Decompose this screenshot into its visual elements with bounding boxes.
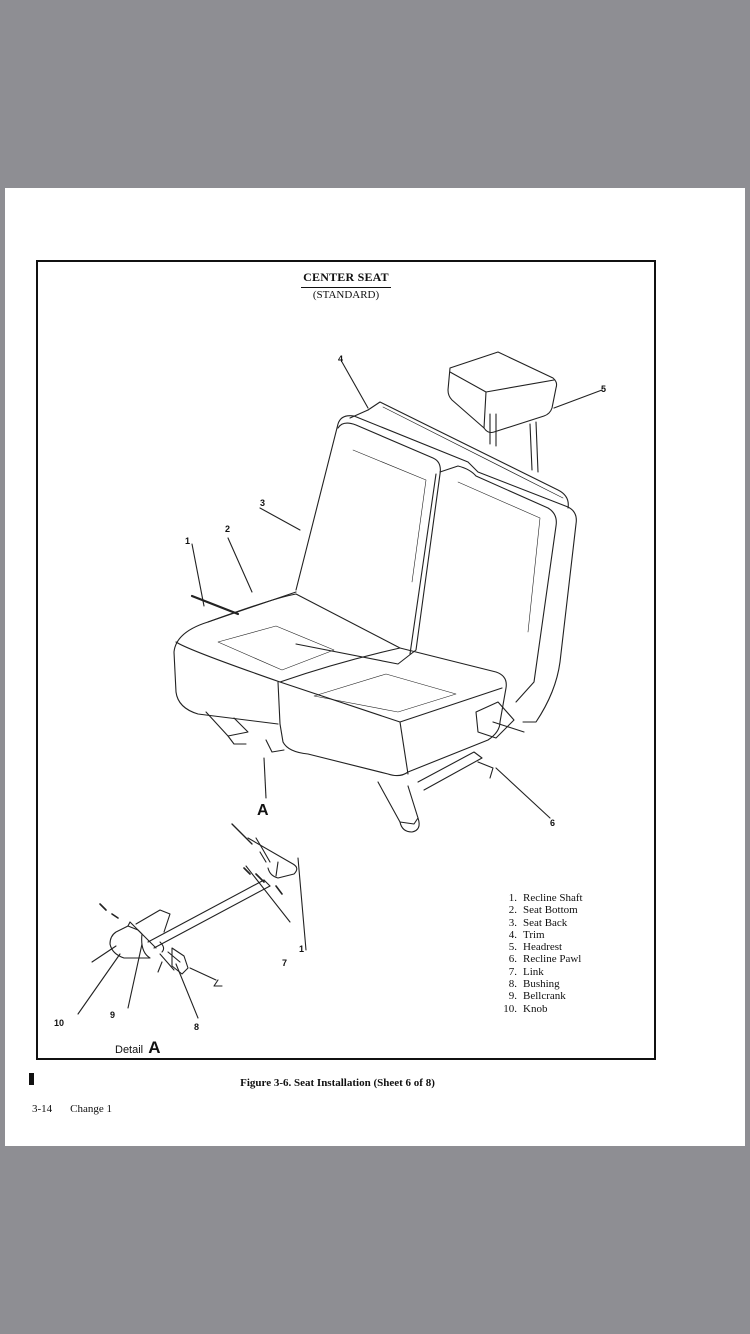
callout-10: 10 [54, 1018, 65, 1028]
callout-a: A [257, 802, 269, 819]
legend-number: 1. [508, 892, 517, 904]
callout-6: 6 [550, 818, 556, 828]
legend-number: 6. [508, 953, 517, 966]
callout-2: 2 [225, 524, 231, 534]
figure-title: CENTER SEAT [38, 270, 654, 288]
figure-caption: Figure 3-6. Seat Installation (Sheet 6 o… [240, 1077, 435, 1089]
legend-number: 8. [508, 978, 517, 991]
legend-item: 6. Recline Pawl [493, 953, 583, 965]
legend-number: 2. [508, 904, 517, 917]
legend-item: 3. Seat Back [493, 917, 583, 929]
figure-frame: CENTER SEAT (STANDARD) [36, 260, 656, 1060]
legend-label: Knob [523, 1002, 548, 1015]
legend-item: 9. Bellcrank [493, 990, 583, 1002]
legend-number: 9. [508, 990, 517, 1003]
callout-4: 4 [338, 354, 344, 364]
legend-number: 4. [508, 928, 517, 941]
callout-9: 9 [110, 1010, 116, 1020]
legend-label: Link [523, 965, 544, 978]
legend-number: 10. [503, 1002, 517, 1015]
legend-label: Trim [523, 928, 545, 941]
document-page: CENTER SEAT (STANDARD) [5, 188, 745, 1146]
legend-label: Recline Pawl [523, 953, 582, 966]
legend-item: 8. Bushing [493, 978, 583, 990]
seat-illustration [77, 351, 603, 1019]
callout-5: 5 [601, 384, 607, 394]
legend-item: 5. Headrest [493, 941, 583, 953]
legend-item: 10. Knob [493, 1003, 583, 1015]
callout-3: 3 [260, 498, 266, 508]
legend-number: 7. [508, 965, 517, 978]
legend-label: Headrest [523, 941, 563, 954]
legend-item: 2. Seat Bottom [493, 904, 583, 916]
page-footer: 3-14 Change 1 [32, 1103, 112, 1115]
legend-label: Seat Back [523, 916, 568, 929]
callout-7: 7 [282, 958, 288, 968]
figure-subtitle: (STANDARD) [312, 289, 380, 301]
legend-item: 1. Recline Shaft [493, 892, 583, 904]
legend-label: Seat Bottom [523, 904, 578, 917]
callout-8: 8 [194, 1022, 200, 1032]
change-number: Change 1 [70, 1103, 113, 1115]
legend-label: Bushing [523, 978, 560, 991]
legend-label: Bellcrank [523, 990, 566, 1003]
detail-label: Detail A [115, 1038, 161, 1057]
legend-item: 7. Link [493, 966, 583, 978]
callout-1-detail: 1 [299, 944, 305, 954]
callout-1: 1 [185, 536, 191, 546]
page-number: 3-14 [32, 1103, 53, 1115]
legend-item: 4. Trim [493, 929, 583, 941]
legend-label: Recline Shaft [523, 892, 583, 904]
legend-number: 3. [508, 916, 517, 929]
legend-number: 5. [508, 941, 517, 954]
change-bar [29, 1073, 34, 1085]
